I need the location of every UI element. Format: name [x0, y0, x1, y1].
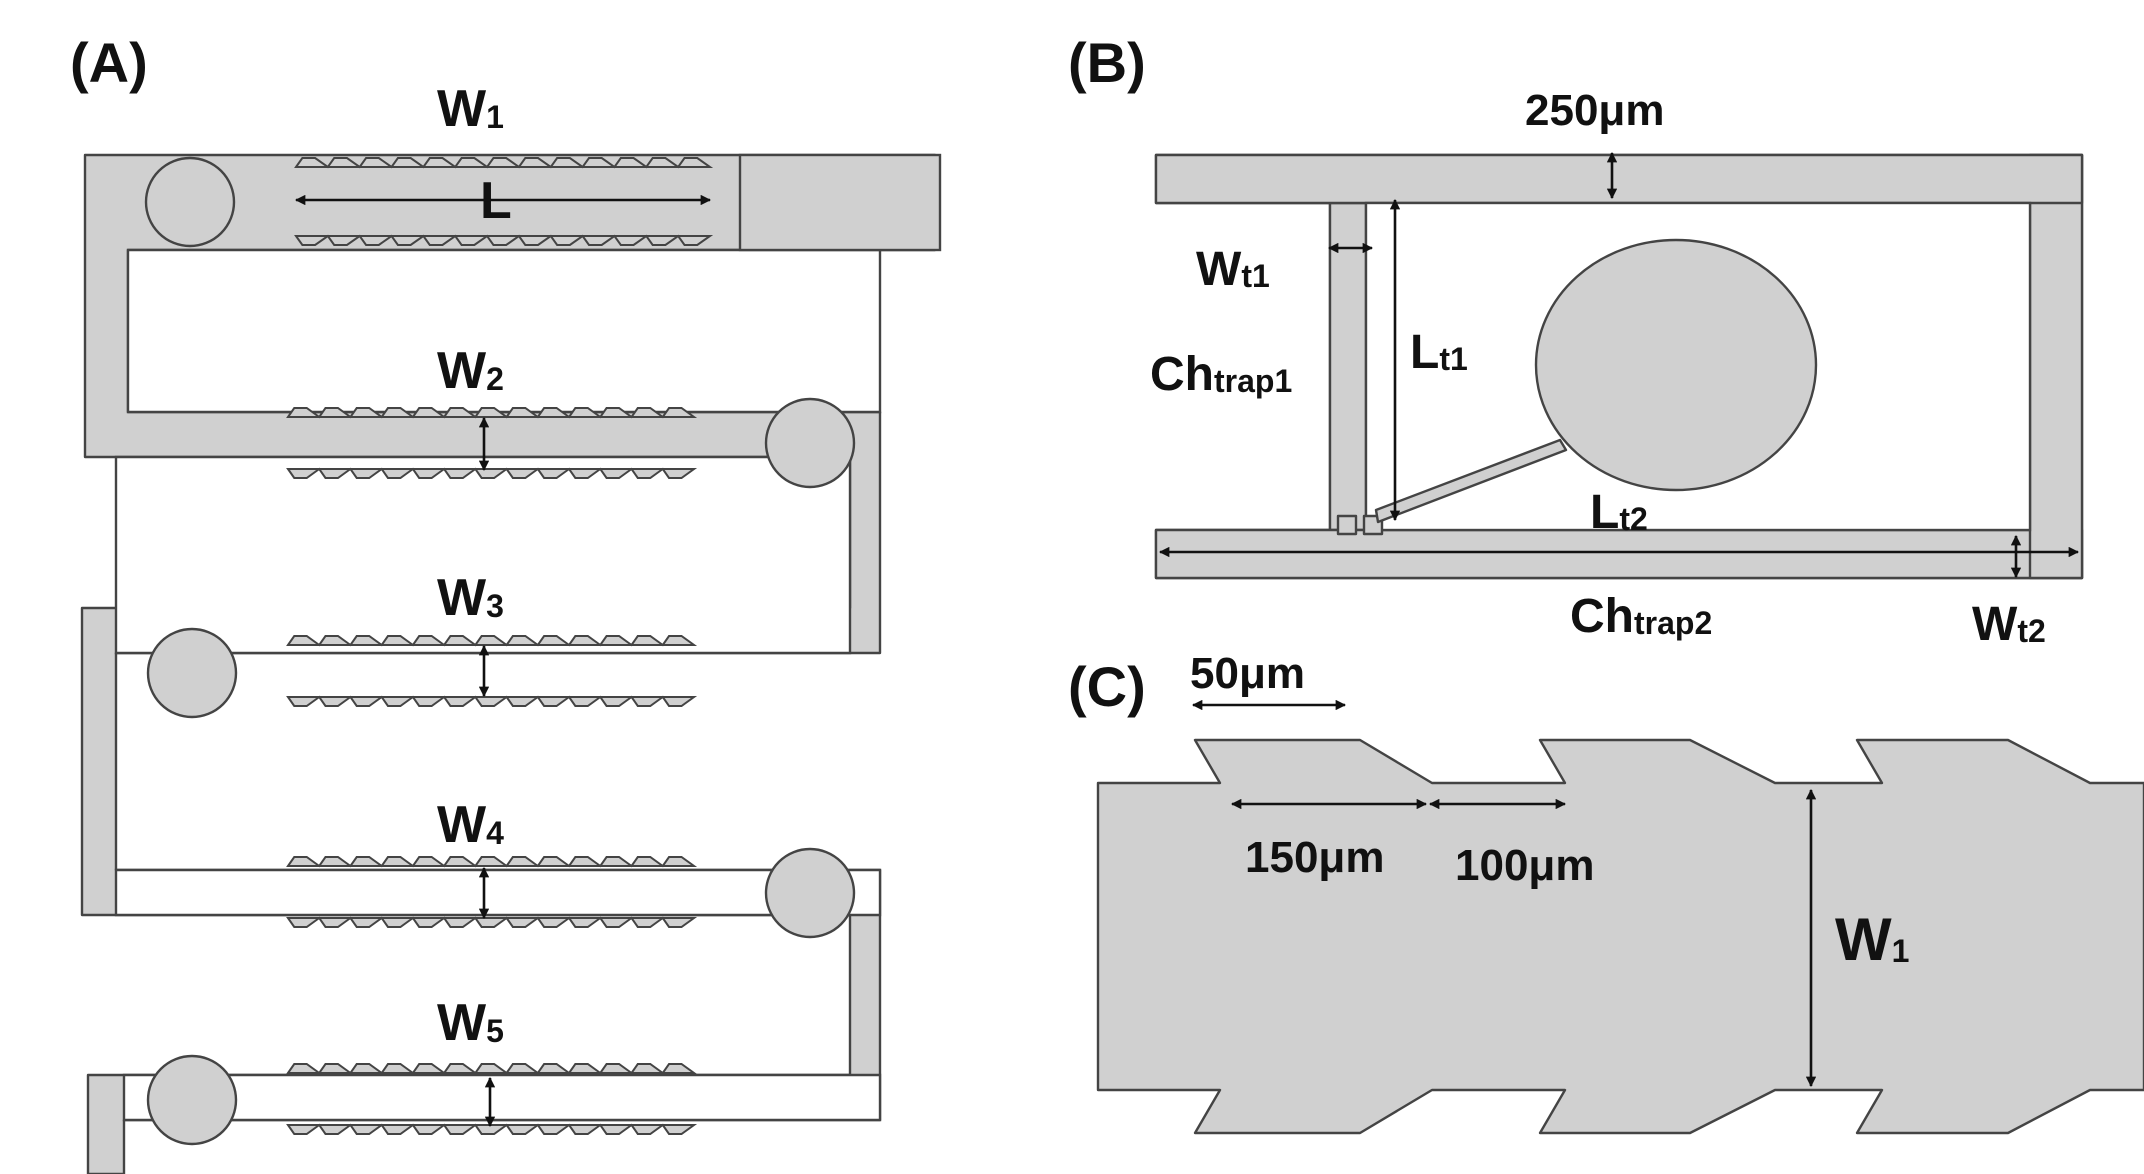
trap-chamber — [1534, 238, 1818, 492]
serration-edge — [286, 1063, 698, 1075]
chamber — [764, 397, 856, 489]
label-wt1: Wt1 — [1196, 243, 1270, 296]
panel-label-b: (B) — [1068, 31, 1146, 94]
label-50um: 50μm — [1190, 649, 1305, 698]
panel-label-c: (C) — [1068, 655, 1146, 718]
top-channel — [1154, 153, 2084, 205]
label-w2: W2 — [437, 342, 504, 400]
serration-edge — [286, 407, 698, 419]
serration-edge — [286, 856, 698, 868]
serration-edge — [286, 916, 698, 928]
label-100um: 100μm — [1455, 841, 1594, 890]
zoomed-channel — [1096, 738, 2144, 1135]
panel-a: (A) W1 L W2 W3 W4 W5 — [70, 31, 942, 1174]
chamber — [764, 847, 856, 939]
chambers — [144, 156, 856, 1146]
label-w3: W3 — [437, 569, 504, 627]
label-w4: W4 — [437, 796, 504, 854]
chamber — [146, 627, 238, 719]
panel-c: (C) 50μm 150μm 100μm W1 — [1068, 649, 2144, 1135]
serration-edge — [286, 635, 698, 647]
chamber — [146, 1054, 238, 1146]
label-lt1: Lt1 — [1410, 326, 1468, 379]
label-150um: 150μm — [1245, 833, 1384, 882]
label-w5: W5 — [437, 994, 504, 1052]
label-chtrap2: Chtrap2 — [1570, 590, 1712, 643]
label-lt2: Lt2 — [1590, 486, 1648, 539]
connector-channel — [1374, 438, 1568, 524]
right-channel — [2028, 153, 2084, 580]
label-250um: 250μm — [1525, 86, 1664, 135]
serration-edge — [294, 157, 714, 169]
label-w1-zoom: W1 — [1835, 906, 1909, 973]
serration-edge — [286, 1123, 698, 1135]
serration-edge — [286, 467, 698, 479]
serration-edge — [294, 234, 714, 246]
trap-notch — [1336, 514, 1358, 536]
serrated-sections — [286, 157, 714, 1135]
serration-edge — [286, 695, 698, 707]
trap-channel-1 — [1328, 201, 1368, 532]
label-wt2: Wt2 — [1972, 598, 2046, 651]
label-chtrap1: Chtrap1 — [1150, 348, 1292, 401]
chamber — [144, 156, 236, 248]
label-w1: W1 — [437, 80, 504, 138]
panel-label-a: (A) — [70, 31, 148, 94]
panel-b: (B) 250μm Wt1 Chtrap1 Lt1 Lt2 Chtrap2 Wt… — [1068, 31, 2084, 651]
channel-inner-edges — [114, 153, 942, 1122]
